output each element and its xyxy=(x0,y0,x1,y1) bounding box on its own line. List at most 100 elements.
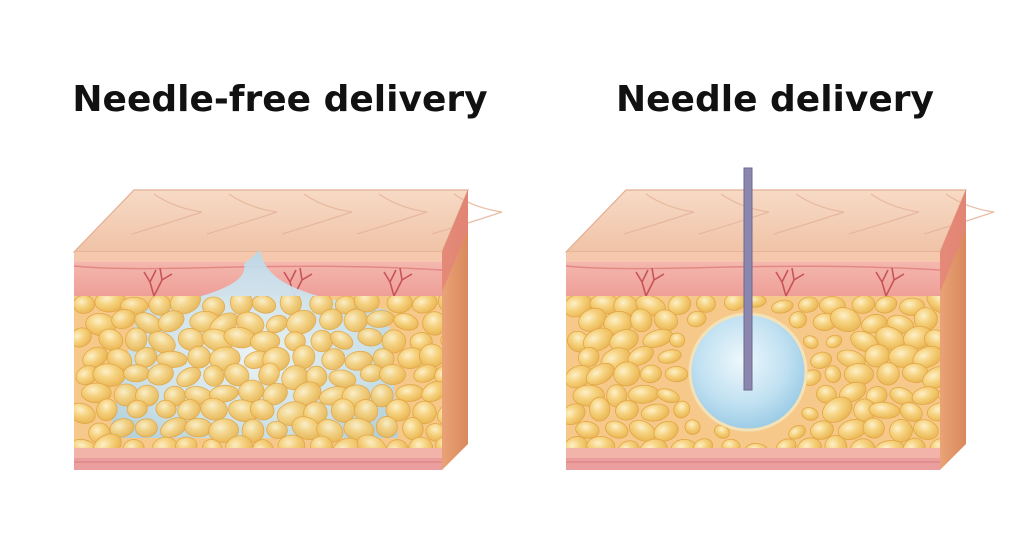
needle-free-skin-block xyxy=(72,189,503,470)
fat-cell xyxy=(250,331,281,352)
fat-cell xyxy=(408,436,434,448)
fat-cell xyxy=(849,438,876,448)
fat-cell xyxy=(277,434,306,448)
fat-cell xyxy=(843,363,874,386)
dermis-side xyxy=(940,190,966,292)
fat-cell xyxy=(177,328,205,351)
fascia-layer xyxy=(74,448,442,458)
fat-cell xyxy=(630,308,653,333)
fat-cell xyxy=(385,399,411,422)
fat-cell xyxy=(356,434,387,448)
fascia-layer xyxy=(566,448,940,458)
fat-cell xyxy=(386,296,413,314)
fat-cell xyxy=(411,296,438,314)
fat-cell xyxy=(74,327,92,348)
fat-cell xyxy=(224,435,254,448)
fat-cell xyxy=(344,350,373,371)
blood-vessels xyxy=(635,267,905,297)
fat-cell xyxy=(435,436,442,448)
fat-cell xyxy=(613,361,641,387)
fat-cell xyxy=(436,401,442,426)
fat-cell xyxy=(816,385,837,404)
fat-cell xyxy=(566,436,589,448)
fat-cell xyxy=(692,438,714,448)
fat-cell xyxy=(656,388,680,404)
blood-vessel xyxy=(875,267,905,297)
fat-cell xyxy=(822,396,853,423)
fat-cell xyxy=(657,349,682,364)
fat-cell xyxy=(421,380,442,403)
dermis-line xyxy=(565,265,941,271)
fat-cell xyxy=(926,296,940,315)
fat-cell xyxy=(687,310,707,328)
fat-cell xyxy=(123,364,150,383)
needle-skin-block xyxy=(564,167,995,470)
fat-cell xyxy=(437,296,442,314)
fat-cell xyxy=(922,365,940,389)
fat-cell xyxy=(585,362,615,386)
fat-cell xyxy=(899,402,923,422)
fat-cell xyxy=(375,416,398,438)
fat-cell xyxy=(241,418,265,443)
fat-cell xyxy=(147,363,174,386)
fat-cell xyxy=(744,443,769,448)
fat-cell xyxy=(642,328,674,348)
fat-cell xyxy=(639,364,662,384)
fat-cell xyxy=(134,347,158,368)
fat-cell xyxy=(797,437,822,448)
fat-cell xyxy=(309,435,333,448)
fat-cell xyxy=(258,362,280,386)
skin-texture xyxy=(623,193,995,235)
fat-cell xyxy=(252,439,275,448)
fat-cell xyxy=(381,329,407,354)
fat-cell xyxy=(208,418,239,443)
fat-cell xyxy=(566,403,586,426)
fat-cell xyxy=(393,313,419,331)
fat-cell xyxy=(148,331,176,354)
fat-cell xyxy=(266,420,288,439)
needle xyxy=(743,167,753,391)
fat-cell xyxy=(721,438,741,448)
fat-cell xyxy=(122,439,145,448)
fat-cell xyxy=(868,401,901,419)
fat-cell xyxy=(251,296,277,314)
fat-cell xyxy=(74,296,95,314)
fat-cell xyxy=(667,296,692,316)
fat-cell xyxy=(330,330,354,350)
fat-cell xyxy=(319,308,343,331)
fat-cell xyxy=(330,398,356,423)
fat-cell xyxy=(695,296,716,313)
fat-cell xyxy=(353,296,380,313)
fat-cell xyxy=(640,403,670,422)
fat-cell xyxy=(802,335,819,349)
fat-cell xyxy=(98,328,124,351)
needle-free-delivery-title: Needle-free delivery xyxy=(72,79,488,120)
needle-delivery-title: Needle delivery xyxy=(616,79,934,120)
fat-cell xyxy=(249,399,275,421)
blood-vessel xyxy=(775,267,805,297)
blood-vessels xyxy=(143,267,413,297)
fat-cell xyxy=(684,419,701,435)
fat-cell xyxy=(343,308,368,333)
dermis-line xyxy=(73,265,443,271)
fat-cell xyxy=(81,382,112,404)
fat-cell xyxy=(615,400,639,421)
fat-cell xyxy=(208,384,239,403)
fat-cell xyxy=(422,311,442,336)
fat-cell xyxy=(575,421,600,439)
epidermis-front xyxy=(566,252,940,262)
fat-cell xyxy=(321,348,346,371)
fat-cell xyxy=(862,417,885,439)
fat-cell xyxy=(851,296,876,314)
fat-cell xyxy=(160,417,188,438)
fat-cell xyxy=(265,314,288,334)
fat-cell xyxy=(413,364,438,383)
fat-cell xyxy=(111,309,136,330)
fat-cell xyxy=(824,434,848,448)
fat-cell xyxy=(810,351,833,369)
fat-cell xyxy=(824,365,842,383)
fat-cell xyxy=(187,345,212,369)
fat-cell xyxy=(617,440,640,448)
fat-cell xyxy=(669,332,686,348)
